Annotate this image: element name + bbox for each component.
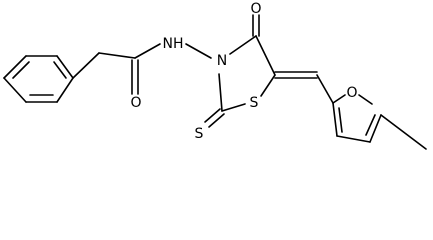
bond: [221, 103, 246, 112]
aromatic-inner-bond: [12, 61, 30, 79]
thione-double-bond: [208, 113, 225, 128]
bond: [332, 102, 338, 137]
furan-ring: [316, 74, 382, 143]
nh-label: NH: [163, 36, 184, 52]
bond: [336, 135, 371, 143]
bond: [229, 35, 257, 55]
ring-nitrogen-label: N: [217, 53, 227, 69]
methyl-bond: [380, 114, 427, 150]
ring-sulfur-label: S: [250, 95, 259, 111]
bond: [260, 74, 276, 97]
bond: [72, 52, 100, 79]
thiazolidine-ring: [218, 35, 276, 112]
bond: [3, 77, 27, 103]
bond: [332, 94, 346, 104]
thione-sulfur-label: S: [195, 126, 204, 142]
bond: [56, 55, 74, 79]
bond: [134, 43, 161, 59]
ketone-oxygen-label: O: [250, 1, 261, 17]
aromatic-inner-bond: [53, 61, 67, 79]
bond: [218, 73, 223, 112]
amide-oxygen-label: O: [130, 95, 141, 111]
furan-inner-bond: [338, 107, 343, 133]
bond: [358, 94, 373, 105]
bond: [185, 43, 212, 59]
furan-inner-bond: [365, 114, 376, 136]
bond: [255, 35, 276, 76]
bond: [56, 77, 74, 103]
furan-oxygen-label: O: [346, 85, 357, 101]
bond: [3, 55, 27, 79]
chemical-structure-diagram: NH N O O S S O: [3, 1, 427, 150]
bond: [369, 114, 382, 143]
benzene-ring: [3, 55, 74, 103]
bond: [98, 52, 136, 59]
thione-double-bond: [204, 108, 221, 123]
bond: [316, 74, 334, 104]
